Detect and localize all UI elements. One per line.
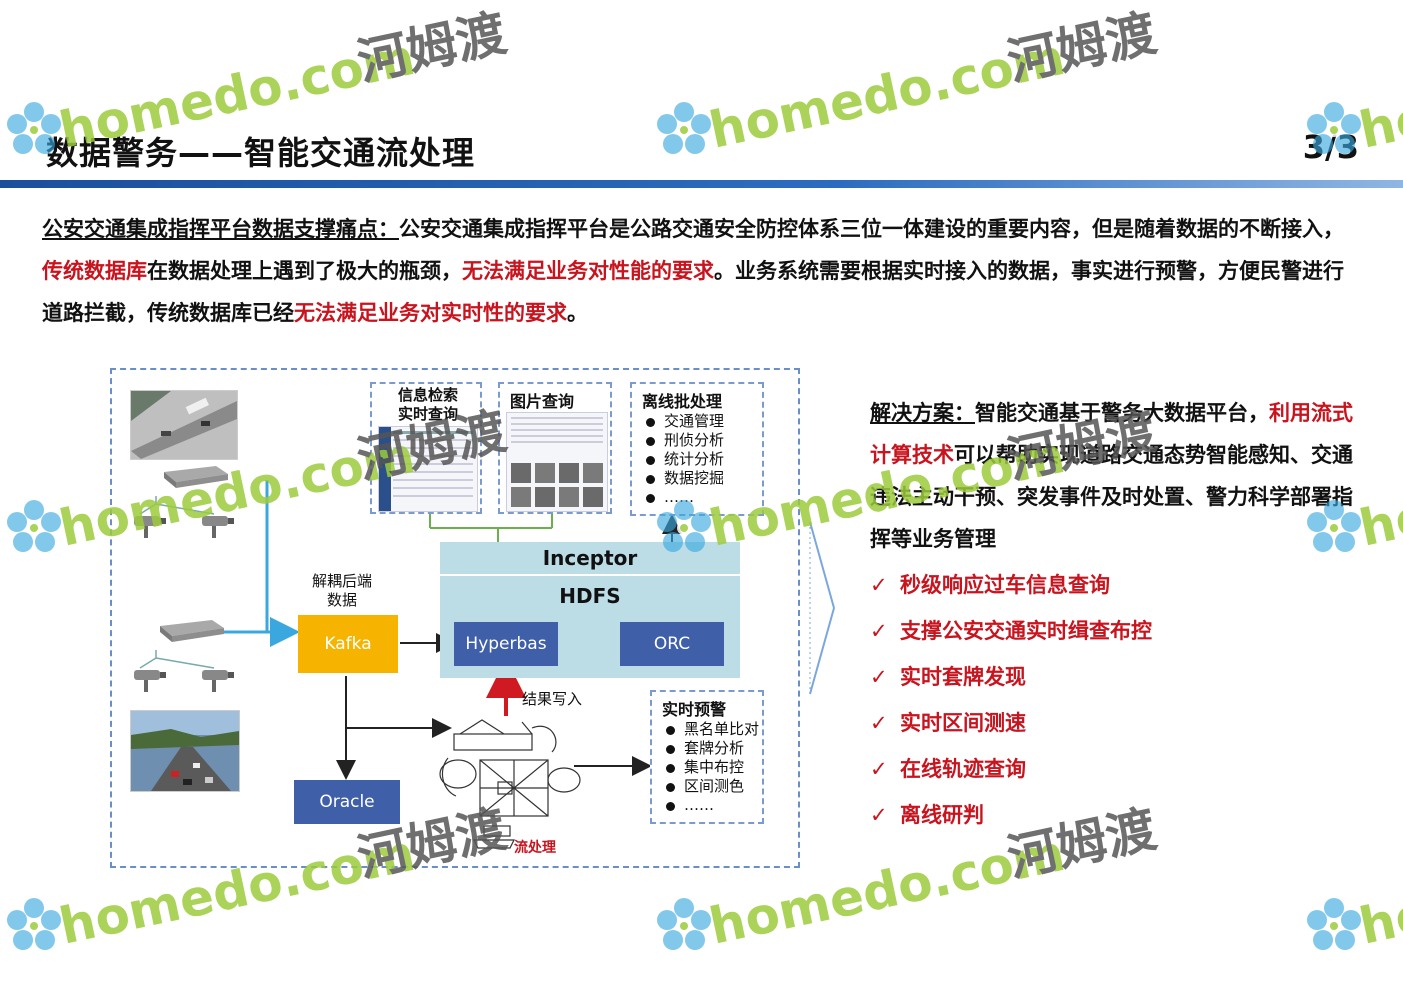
info-query-title-line2: 实时查询 [398,405,459,423]
realtime-alert-item: 区间测色 [664,777,759,796]
benefit-text: 离线研判 [900,803,984,827]
offline-batch-item: …… [644,488,724,507]
solution-highlight: 利用流式计算技术 [870,401,1353,467]
benefit-text: 实时套牌发现 [900,665,1026,689]
benefit-list: ✓ 秒级响应过车信息查询 ✓ 支撑公安交通实时缉查布控 ✓ 实时套牌发现 ✓ 实时区间测… [870,565,1152,841]
intro-paragraph: 公安交通集成指挥平台数据支撑痛点：公安交通集成指挥平台是公路交通安全防控体系三位… [42,208,1362,334]
watermark-logo: homedo.com [1307,824,1403,956]
benefit-item: ✓ 实时区间测速 [870,703,1152,749]
intro-highlight-1: 传统数据库 [42,259,147,283]
benefit-text: 实时区间测速 [900,711,1026,735]
kafka-block: Kafka [298,615,398,673]
realtime-alert-item: 套牌分析 [664,739,759,758]
offline-batch-item: 统计分析 [644,450,724,469]
check-icon: ✓ [870,573,888,597]
decouple-label: 解耦后端 数据 [311,572,372,609]
check-icon: ✓ [870,665,888,689]
intro-text-4: 。 [567,301,588,325]
info-query-box: 信息检索 实时查询 [370,382,482,514]
image-query-screenshot [506,412,608,512]
watermark-cjk: 河姆渡 [1002,4,1161,92]
orc-block: ORC [620,622,724,666]
benefit-item: ✓ 离线研判 [870,795,1152,841]
realtime-alert-box: 实时预警 黑名单比对 套牌分析 集中布控 区间测色 …… [650,690,764,824]
info-query-title: 信息检索 实时查询 [398,386,458,424]
traffic-camera-icon [134,496,234,538]
traffic-camera-icon-2 [134,650,234,692]
benefit-item: ✓ 在线轨迹查询 [870,749,1152,795]
oracle-block: Oracle [294,780,400,824]
intro-lead: 公安交通集成指挥平台数据支撑痛点： [42,217,399,241]
info-query-title-line1: 信息检索 [398,386,459,404]
page-title: 数据警务——智能交通流处理 [46,134,476,172]
check-icon: ✓ [870,803,888,827]
solution-lead: 解决方案： [870,401,975,425]
watermark-text: homedo.com [1354,28,1403,160]
watermark-text: homedo.com [1354,824,1403,956]
realtime-alert-title: 实时预警 [662,700,727,719]
intro-text-1: 公安交通集成指挥平台是公路交通安全防控体系三位一体建设的重要内容，但是随着数据的… [399,217,1344,241]
offline-batch-box: 离线批处理 交通管理 刑侦分析 统计分析 数据挖掘 …… [630,382,764,516]
realtime-alert-item: …… [664,796,759,815]
offline-batch-list: 交通管理 刑侦分析 统计分析 数据挖掘 …… [644,412,724,507]
realtime-alert-item: 黑名单比对 [664,720,759,739]
title-rule [0,180,1403,188]
image-query-box: 图片查询 [498,382,612,514]
check-icon: ✓ [870,757,888,781]
watermark-cjk: 河姆渡 [352,4,511,92]
architecture-diagram: 解耦后端 数据 Kafka Inceptor HDFS Hyperbas ORC… [110,368,800,868]
benefit-item: ✓ 实时套牌发现 [870,657,1152,703]
hdfs-label: HDFS [559,584,621,608]
benefit-text: 秒级响应过车信息查询 [900,573,1110,597]
watermark-logo: homedo.com 河姆渡 [657,4,1161,160]
intro-text-3: 。业务系统需要根据实时接入的数据，事实进行预警，方便民警进行道路拦截，传统数据库… [42,259,1344,325]
offline-batch-item: 刑侦分析 [644,431,724,450]
info-query-screenshot [378,426,478,512]
image-query-title: 图片查询 [510,392,575,411]
realtime-alert-item: 集中布控 [664,758,759,777]
solution-text-1: 智能交通基于警务大数据平台， [975,401,1269,425]
offline-batch-item: 交通管理 [644,412,724,431]
server-device-icon [164,466,228,488]
benefit-text: 支撑公安交通实时缉查布控 [900,619,1152,643]
watermark-text: homedo.com [704,28,1069,160]
inceptor-label: Inceptor [440,542,740,576]
chevron-right-icon [809,521,836,695]
benefit-item: ✓ 秒级响应过车信息查询 [870,565,1152,611]
check-icon: ✓ [870,711,888,735]
highway-aerial-photo [130,390,238,460]
offline-batch-title: 离线批处理 [642,392,723,411]
solution-paragraph: 解决方案：智能交通基于警务大数据平台，利用流式计算技术可以帮助实现道路交通态势智… [870,392,1370,560]
benefit-item: ✓ 支撑公安交通实时缉查布控 [870,611,1152,657]
traffic-road-photo [130,710,240,792]
intro-highlight-3: 无法满足业务对实时性的要求 [294,301,567,325]
intro-highlight-2: 无法满足业务对性能的要求 [462,259,714,283]
intro-text-2: 在数据处理上遇到了极大的瓶颈， [147,259,462,283]
solution-text-2: 可以帮助实现道路交通态势智能感知、交通违法主动干预、突发事件及时处置、警力科学部… [870,443,1353,551]
stream-processing-sketch [439,719,581,849]
benefit-text: 在线轨迹查询 [900,757,1026,781]
hyperbase-block: Hyperbas [454,622,558,666]
server-device-icon-2 [160,620,224,642]
page-number: 3/3 [1302,128,1359,166]
result-write-label: 结果写入 [522,690,583,708]
stream-processing-label: 流处理 [514,840,556,856]
realtime-alert-list: 黑名单比对 套牌分析 集中布控 区间测色 …… [664,720,759,815]
offline-batch-item: 数据挖掘 [644,469,724,488]
check-icon: ✓ [870,619,888,643]
